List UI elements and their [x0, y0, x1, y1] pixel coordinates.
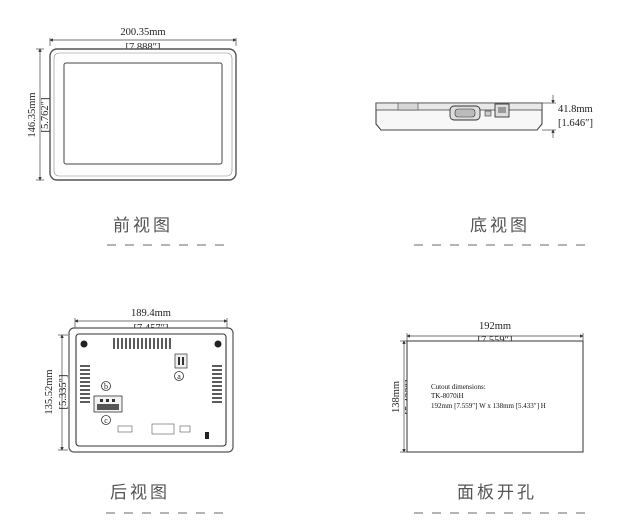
marker-c — [101, 415, 111, 425]
rear-width-mm: 189.4mm — [131, 308, 171, 319]
front-height-in: [5.762″] — [40, 98, 51, 133]
rear-height-in: [5.335″] — [58, 375, 69, 410]
cutout-caption: 面板开孔 — [457, 483, 537, 503]
front-screen — [63, 62, 223, 165]
rear-right-vents — [212, 365, 222, 403]
bottom-view: 41.8mm [1.646″] 底视图 — [375, 95, 593, 246]
front-width-in: [7.888″] — [126, 42, 161, 53]
front-view: 200.35mm [7.888″] 146.35mm [5.762″] 前视图 — [27, 27, 237, 246]
cutout-note-title: Cutout dimensions: — [431, 383, 486, 391]
rear-mount-slot — [205, 432, 209, 439]
marker-b-label: b — [104, 382, 108, 391]
rear-height-mm: 135.52mm — [44, 369, 55, 414]
rear-back-panel — [75, 333, 227, 447]
cutout-view: 192mm [7.559″] 138mm [5.433″] Cutout dim… — [391, 321, 585, 514]
usb-port — [484, 110, 492, 117]
rear-port-outline — [179, 425, 191, 433]
rear-port-outline — [117, 425, 133, 433]
cutout-note-size: 192mm [7.559″] W x 138mm [5.433″] H — [431, 402, 546, 410]
front-width-mm: 200.35mm — [120, 27, 165, 38]
rear-mount-hole — [214, 340, 222, 348]
cutout-height-mm: 138mm — [391, 381, 402, 413]
cutout-note-model: TK-8070iH — [431, 392, 464, 400]
rear-view-caption: 后视图 — [110, 483, 170, 503]
marker-b — [101, 381, 111, 391]
cutout-width-mm: 192mm — [479, 321, 511, 332]
marker-a-label: a — [177, 372, 181, 381]
rear-left-vents — [80, 365, 90, 403]
cutout-outline — [406, 340, 584, 453]
marker-a — [174, 371, 184, 381]
rear-view: 189.4mm [7.457″] 135.52mm [5.335″] — [44, 308, 234, 514]
bottom-depth-mm: 41.8mm — [558, 104, 593, 115]
front-view-caption: 前视图 — [113, 216, 173, 236]
marker-c-label: c — [104, 416, 108, 425]
front-height-mm: 146.35mm — [27, 92, 38, 137]
rear-top-vents — [113, 338, 171, 349]
rear-mount-hole — [80, 340, 88, 348]
bottom-view-caption: 底视图 — [470, 216, 530, 236]
rear-switch-block — [174, 353, 188, 369]
rear-port-outline — [151, 423, 175, 435]
bottom-depth-in: [1.646″] — [558, 118, 593, 129]
